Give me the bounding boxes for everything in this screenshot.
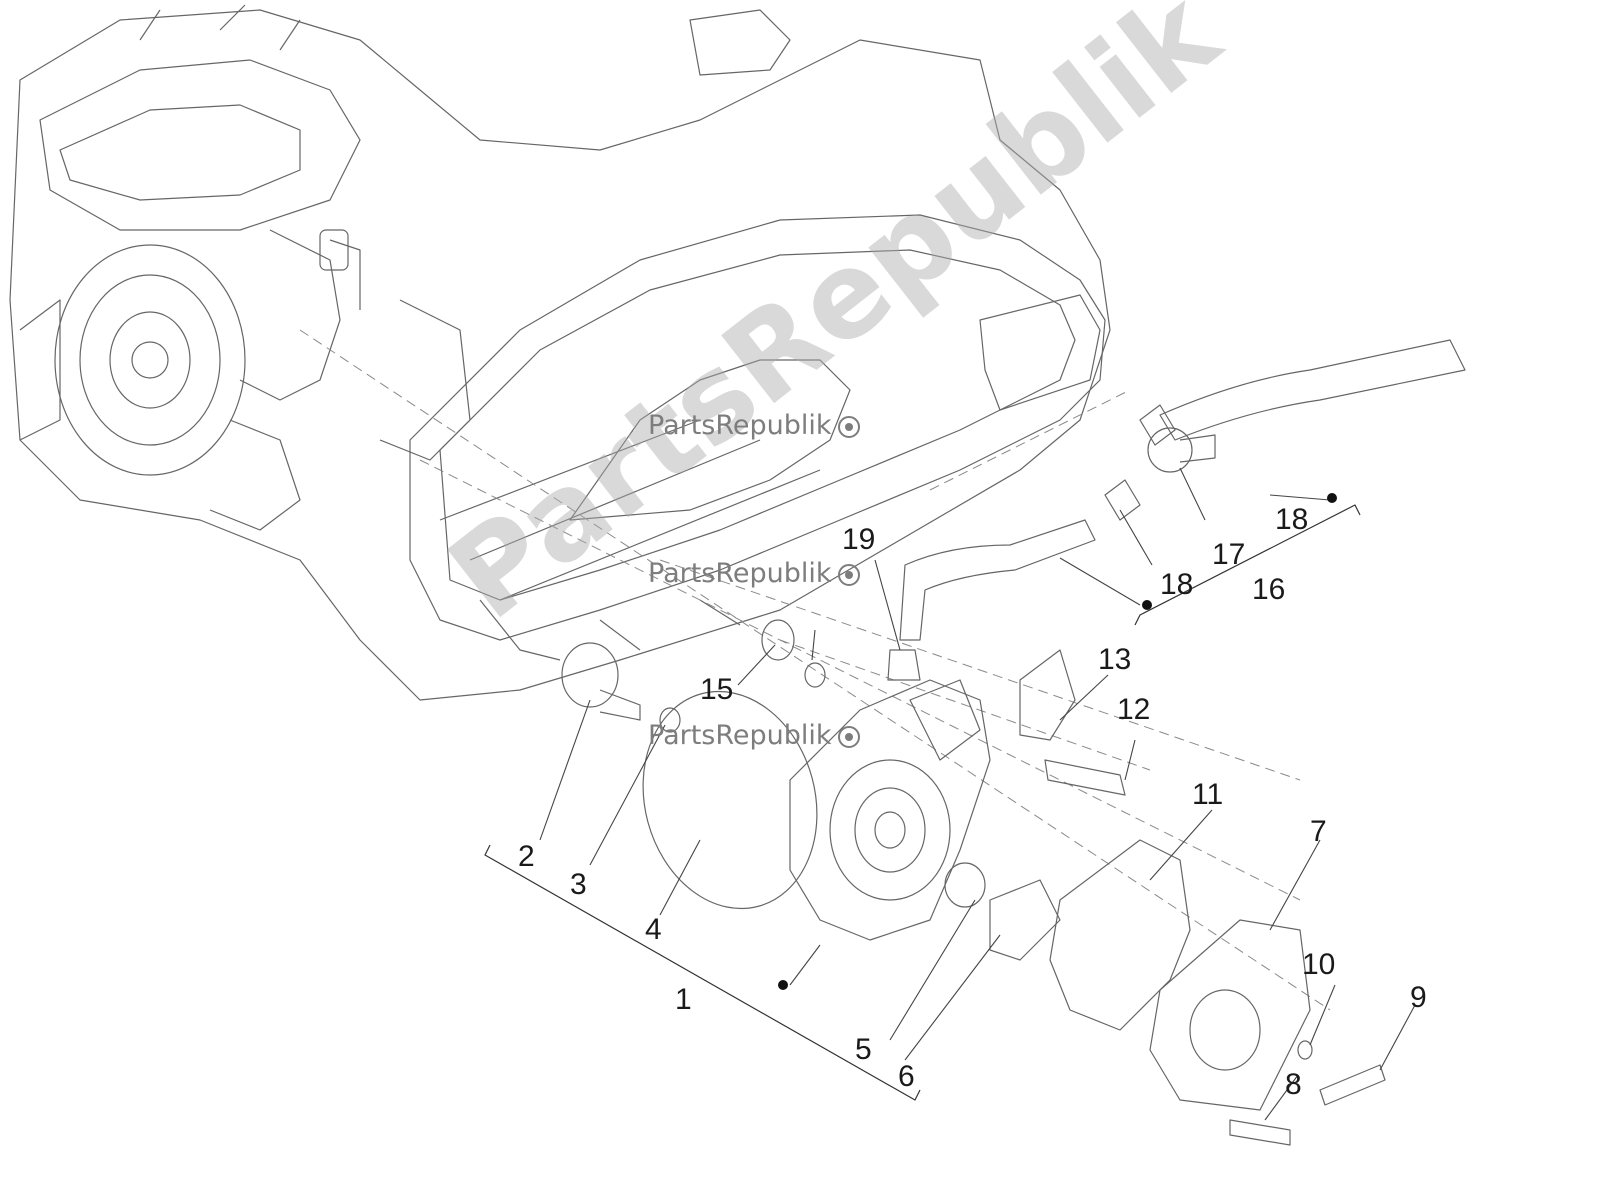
watermark-logo-middle: PartsRepublik xyxy=(648,560,860,587)
part-label-6: 6 xyxy=(898,1060,915,1093)
group-brackets xyxy=(484,504,1361,1101)
part-label-5: 5 xyxy=(855,1033,872,1066)
group-dots xyxy=(778,493,1337,990)
gear-icon xyxy=(837,563,860,586)
part-label-10: 10 xyxy=(1302,948,1336,981)
watermark-logo-bottom: PartsRepublik xyxy=(648,722,860,749)
part-label-4: 4 xyxy=(645,913,662,946)
part-label-13: 13 xyxy=(1098,643,1132,676)
part-label-12: 12 xyxy=(1117,693,1151,726)
part-label-19: 19 xyxy=(842,523,876,556)
part-label-1: 1 xyxy=(675,983,692,1016)
watermark-text: PartsRepublik xyxy=(648,558,832,589)
leader-lines xyxy=(539,467,1416,1121)
hose-assembly xyxy=(887,339,1466,681)
gear-icon xyxy=(837,725,860,748)
part-label-9: 9 xyxy=(1410,981,1427,1014)
part-label-7: 7 xyxy=(1310,815,1327,848)
part-label-2: 2 xyxy=(518,840,535,873)
part-label-15: 15 xyxy=(700,673,734,706)
part-label-17: 17 xyxy=(1212,538,1246,571)
part-label-8: 8 xyxy=(1285,1068,1302,1101)
pump-cover-and-gasket xyxy=(1049,839,1311,1111)
part-label-16: 16 xyxy=(1252,573,1286,606)
water-pump-body xyxy=(789,679,991,941)
part-label-3: 3 xyxy=(570,868,587,901)
transmission-cover xyxy=(409,214,1106,661)
watermark-logo-top: PartsRepublik xyxy=(648,412,860,439)
gear-icon xyxy=(837,415,860,438)
sensor-and-bolts xyxy=(1019,649,1386,1146)
part-label-18-lower: 18 xyxy=(1160,568,1194,601)
part-label-18-upper: 18 xyxy=(1275,503,1309,536)
part-label-11: 11 xyxy=(1192,778,1224,811)
watermark-text: PartsRepublik xyxy=(648,720,832,751)
watermark-text: PartsRepublik xyxy=(648,410,832,441)
seals-and-bearings xyxy=(561,619,1061,961)
